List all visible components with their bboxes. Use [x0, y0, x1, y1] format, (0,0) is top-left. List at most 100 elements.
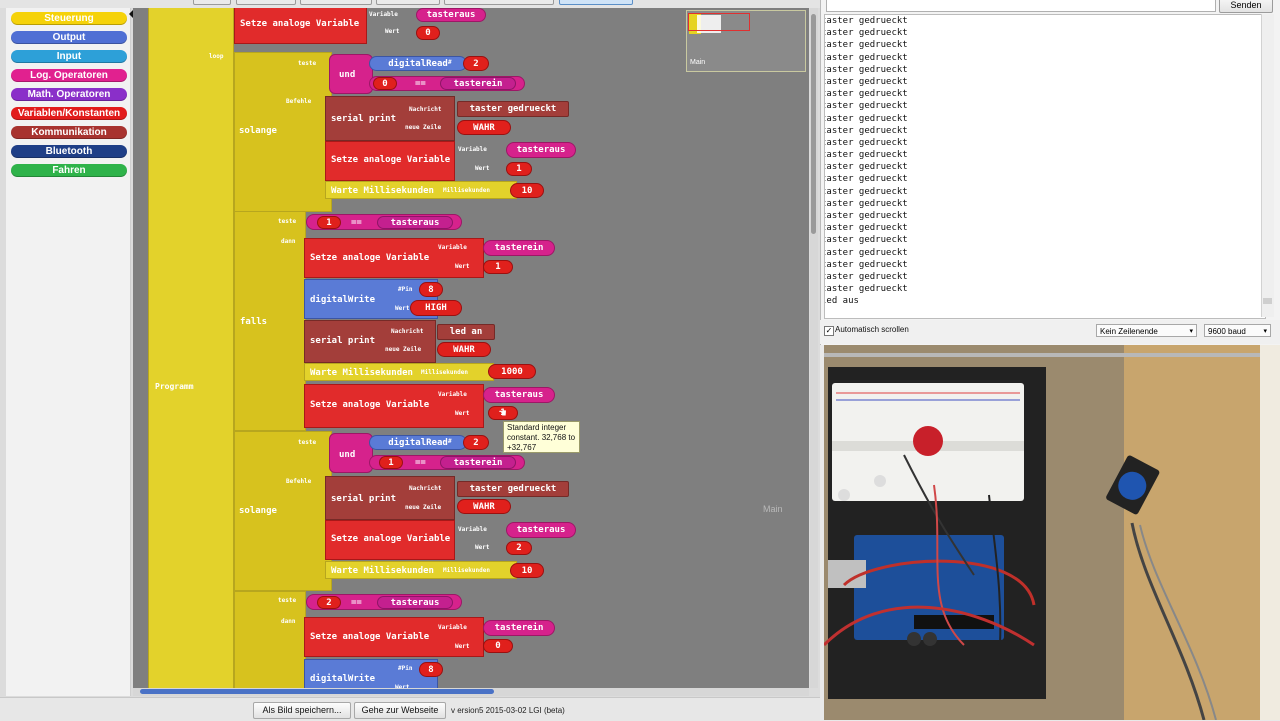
category-steuerung[interactable]: Steuerung — [11, 12, 127, 25]
category-math-operatoren[interactable]: Math. Operatoren — [11, 88, 127, 101]
pin-label: # — [448, 438, 452, 445]
toolbar-button[interactable] — [193, 0, 231, 5]
value-10[interactable]: 10 — [510, 183, 544, 198]
send-button[interactable]: Senden — [1219, 0, 1273, 13]
variable-label: Variable — [438, 391, 467, 398]
category-fahren[interactable]: Fahren — [11, 164, 127, 177]
workspace-canvas[interactable]: Main Programm loop Setze analoge Variabl… — [133, 8, 809, 688]
text-led-an[interactable]: led an — [437, 324, 495, 340]
var-tasteraus[interactable]: tasteraus — [506, 522, 576, 538]
setze-block[interactable] — [234, 8, 367, 44]
horizontal-scroll-thumb[interactable] — [140, 689, 494, 694]
serial-print-block[interactable] — [325, 476, 455, 520]
serial-scrollbar[interactable] — [1261, 14, 1274, 317]
line-ending-select[interactable]: Kein Zeilenende▾ — [1096, 324, 1197, 337]
var-tasterein[interactable]: tasterein — [483, 240, 555, 256]
millisekunden-label: Millisekunden — [443, 567, 490, 574]
dann-label: dann — [281, 238, 296, 245]
category-kommunikation[interactable]: Kommunikation — [11, 126, 127, 139]
vertical-scroll-thumb[interactable] — [811, 14, 816, 234]
value-2[interactable]: 2 — [317, 596, 341, 609]
var-tasteraus[interactable]: tasteraus — [377, 596, 453, 609]
var-tasteraus[interactable]: tasteraus — [416, 8, 486, 22]
value-wahr[interactable]: WAHR — [457, 120, 511, 135]
setze-block[interactable] — [325, 141, 455, 181]
value-0[interactable]: 0 — [416, 26, 440, 40]
save-image-button[interactable]: Als Bild speichern... — [253, 702, 351, 719]
value-1[interactable]: 1 — [483, 260, 513, 274]
toolbar-button[interactable] — [376, 0, 440, 5]
value-wahr[interactable]: WAHR — [437, 342, 491, 357]
category-bluetooth[interactable]: Bluetooth — [11, 145, 127, 158]
value-2[interactable]: 2 — [463, 435, 489, 450]
value-high[interactable]: HIGH — [410, 300, 462, 316]
serial-controls — [820, 320, 1280, 344]
toolbar-button[interactable] — [300, 0, 372, 5]
text-taster-gedrueckt[interactable]: taster gedrueckt — [457, 481, 569, 497]
baud-select[interactable]: 9600 baud▾ — [1204, 324, 1271, 337]
category-output[interactable]: Output — [11, 31, 127, 44]
var-tasteraus[interactable]: tasteraus — [483, 387, 555, 403]
var-tasteraus[interactable]: tasteraus — [506, 142, 576, 158]
text-taster-gedrueckt[interactable]: taster gedrueckt — [457, 101, 569, 117]
serial-print-block[interactable] — [304, 320, 436, 363]
solange-block[interactable] — [234, 431, 332, 591]
digitalread-block[interactable]: digitalRead — [369, 435, 467, 450]
falls-label: falls — [240, 317, 268, 327]
value-0[interactable]: 0 — [483, 639, 513, 653]
autoscroll-checkbox[interactable]: ✓ — [824, 326, 834, 336]
und-block[interactable] — [329, 433, 373, 473]
website-button[interactable]: Gehe zur Webseite — [354, 702, 446, 719]
value-2[interactable]: 2 — [463, 56, 489, 71]
setze-block[interactable] — [304, 238, 484, 278]
var-tasterein[interactable]: tasterein — [440, 77, 516, 90]
toolbar-button[interactable] — [236, 0, 296, 5]
setze-block[interactable] — [325, 520, 455, 560]
category-input[interactable]: Input — [11, 50, 127, 63]
value-1[interactable]: 1 — [506, 162, 532, 176]
value-wahr[interactable]: WAHR — [457, 499, 511, 514]
serial-line: taster gedrueckt — [824, 198, 908, 209]
solange-label: solange — [239, 126, 277, 136]
collapse-toolbox-icon[interactable] — [129, 10, 133, 18]
befehle-label: Befehle — [286, 98, 312, 105]
falls-block[interactable] — [234, 591, 306, 688]
var-tasterein[interactable]: tasterein — [483, 620, 555, 636]
value-2[interactable]: 2 — [506, 541, 532, 555]
var-tasteraus[interactable]: tasteraus — [377, 216, 453, 229]
solange-block[interactable] — [234, 52, 332, 212]
category-log-operatoren[interactable]: Log. Operatoren — [11, 69, 127, 82]
setze-block[interactable] — [304, 617, 484, 657]
serial-line: taster gedrueckt — [824, 271, 908, 282]
setze-block[interactable] — [304, 384, 484, 428]
workspace-minimap[interactable]: Main — [686, 10, 806, 72]
serial-line: taster gedrueckt — [824, 186, 908, 197]
value-1[interactable]: 1 — [379, 456, 403, 469]
var-tasterein[interactable]: tasterein — [440, 456, 516, 469]
und-block[interactable] — [329, 54, 373, 94]
value-8[interactable]: 8 — [419, 662, 443, 677]
toolbar-button[interactable] — [444, 0, 554, 5]
webcam-view — [824, 345, 1280, 720]
value-1[interactable]: 1 — [317, 216, 341, 229]
programm-block[interactable] — [148, 8, 234, 688]
minimap-viewport[interactable] — [688, 13, 750, 31]
teste-label: teste — [298, 439, 317, 446]
value-8[interactable]: 8 — [419, 282, 443, 297]
vertical-scrollbar[interactable] — [810, 8, 818, 688]
value-1[interactable]: 1 — [488, 406, 518, 420]
value-0[interactable]: 0 — [373, 77, 397, 90]
toolbar-button-active[interactable] — [559, 0, 633, 5]
digitalwrite-block[interactable] — [304, 659, 438, 688]
serial-print-block[interactable] — [325, 96, 455, 141]
digitalread-block[interactable]: digitalRead — [369, 56, 467, 71]
scroll-thumb[interactable] — [1263, 298, 1272, 304]
category-variablen-konstanten[interactable]: Variablen/Konstanten — [11, 107, 127, 120]
value-1000[interactable]: 1000 — [488, 364, 536, 379]
falls-block[interactable] — [234, 211, 306, 431]
serial-send-input[interactable] — [826, 0, 1216, 12]
value-10[interactable]: 10 — [510, 563, 544, 578]
serial-line: taster gedrueckt — [824, 223, 908, 234]
neue-zeile-label: neue Zeile — [405, 504, 442, 511]
